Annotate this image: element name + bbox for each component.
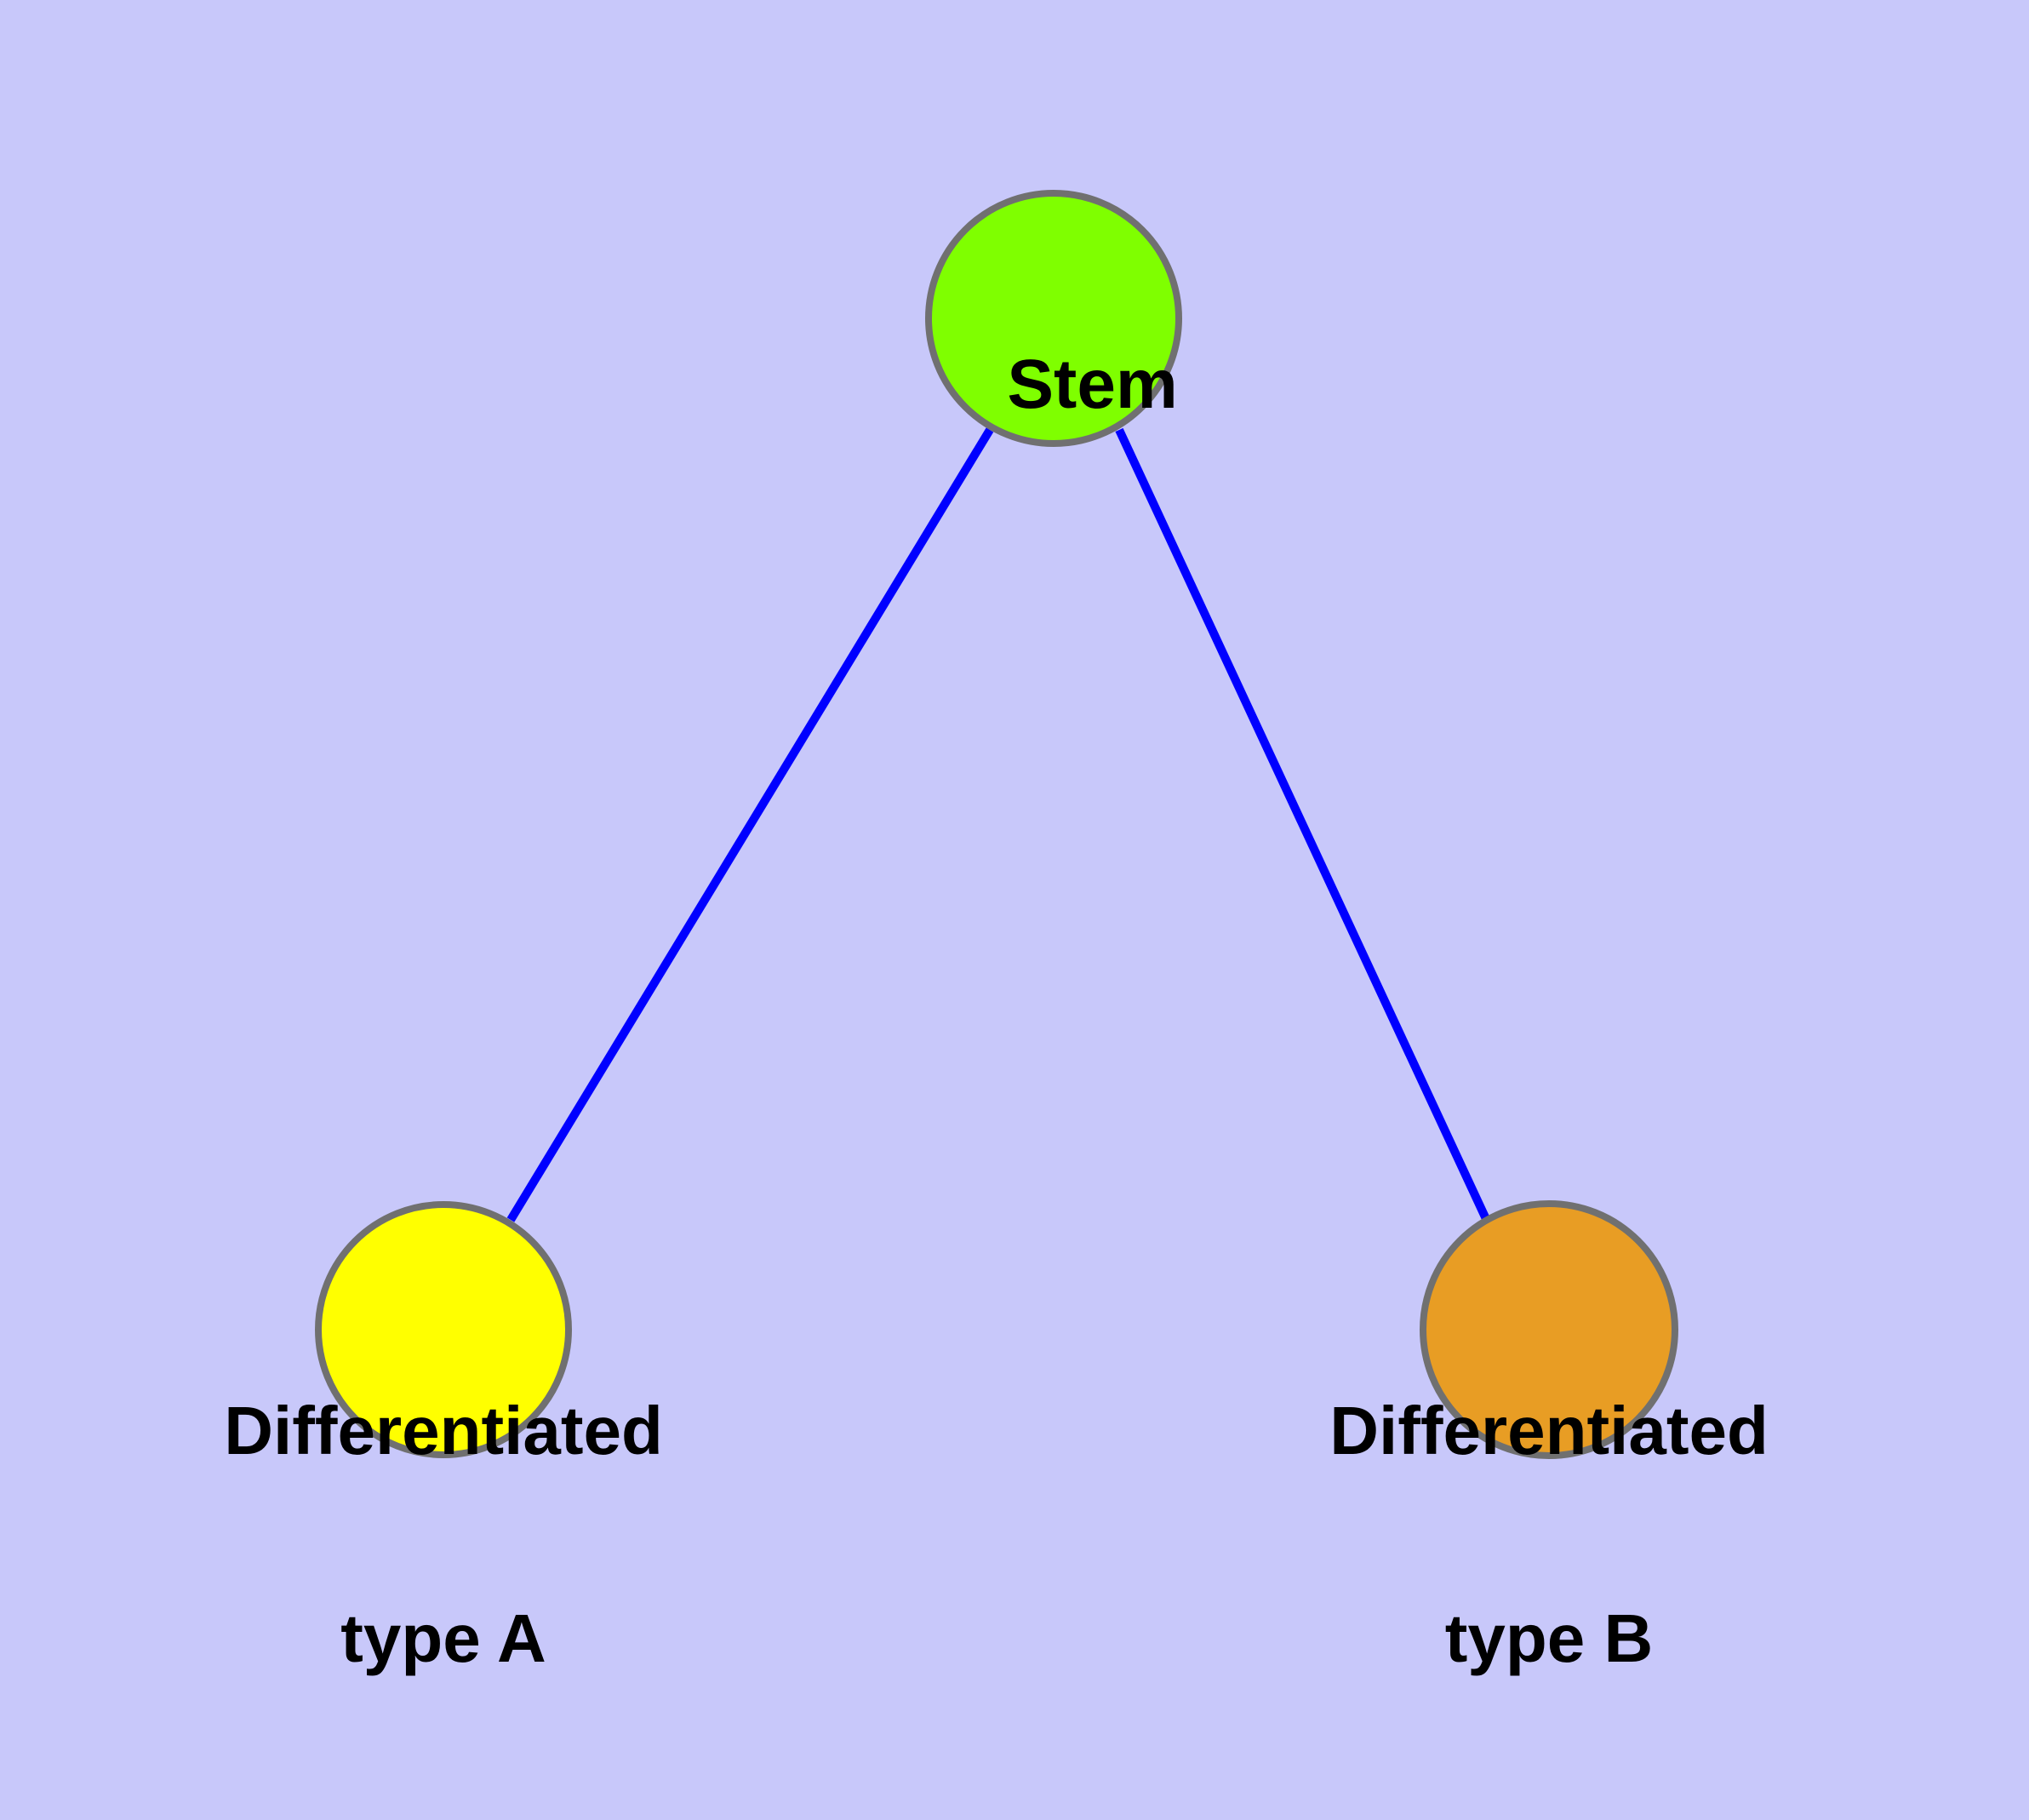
- node-layer: [315, 190, 1678, 1459]
- node-differentiated-type-a[interactable]: [315, 1201, 572, 1458]
- edge-stem-to-differentiated-type-b[interactable]: [1115, 427, 1491, 1223]
- edge-layer: [506, 427, 1491, 1223]
- node-differentiated-type-b[interactable]: [1420, 1200, 1678, 1459]
- node-stem[interactable]: [925, 190, 1182, 447]
- edge-stem-to-differentiated-type-a[interactable]: [506, 427, 994, 1222]
